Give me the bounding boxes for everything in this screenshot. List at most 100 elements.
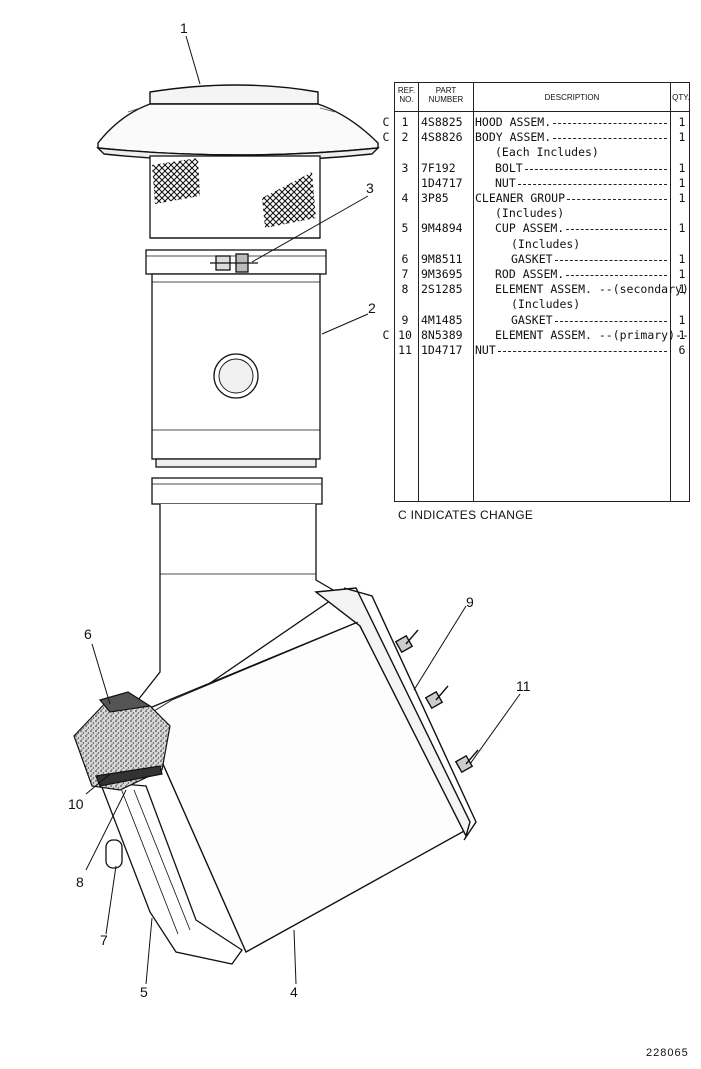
leader-dashes (553, 123, 667, 124)
header-part-number: PART NUMBER (428, 86, 464, 104)
description-cell: NUT (495, 175, 516, 190)
clamp-band (145, 249, 327, 275)
description-cell: BOLT (495, 160, 523, 175)
table-row: (Includes) (395, 206, 689, 221)
qty-cell: 6 (678, 343, 686, 357)
qty-cell: 1 (678, 251, 686, 266)
qty-cell: 1 (678, 221, 686, 236)
change-mark: C (382, 130, 390, 145)
description-cell: BODY ASSEM. (475, 130, 552, 145)
description-cell: (Includes) (511, 297, 581, 312)
change-mark: C (382, 115, 390, 129)
leader-dashes (555, 259, 667, 261)
description-cell: GASKET (511, 312, 553, 327)
table-row: 8 2S1285 ELEMENT ASSEM. --(secondary)1 (395, 282, 689, 297)
part-number-cell: 1D4717 (421, 175, 463, 190)
callout-5: 5 (140, 984, 148, 1000)
callout-7: 7 (100, 932, 108, 948)
callout-4: 4 (290, 984, 298, 1000)
callout-10: 10 (68, 796, 84, 812)
body-assembly (151, 273, 323, 505)
qty-cell: 1 (678, 115, 686, 129)
ref-no-cell: 3 (401, 160, 409, 175)
description-cell: ROD ASSEM. (495, 267, 565, 281)
qty-cell: 1 (678, 312, 686, 327)
qty-cell: 1 (678, 327, 686, 342)
qty-cell: 1 (678, 160, 686, 175)
ref-no-cell: 5 (401, 221, 409, 236)
qty-cell: 1 (678, 282, 686, 297)
leader-dashes (518, 183, 667, 185)
part-number-cell: 2S1285 (421, 282, 463, 297)
table-row: (Includes) (395, 237, 689, 252)
description-cell: (Includes) (495, 206, 565, 221)
part-number-cell: 1D4717 (421, 343, 463, 357)
part-number-cell: 9M3695 (421, 267, 463, 281)
element-cutaway (73, 691, 171, 791)
ref-no-cell: 11 (398, 343, 412, 357)
part-number-cell: 7F192 (421, 160, 456, 175)
description-cell: ELEMENT ASSEM. --(primary)-- (495, 327, 689, 342)
part-number-cell: 3P85 (421, 191, 449, 205)
description-cell: CUP ASSEM. (495, 221, 565, 236)
description-cell: ELEMENT ASSEM. --(secondary) (495, 282, 689, 297)
callout-9: 9 (466, 594, 474, 610)
description-cell: GASKET (511, 251, 553, 266)
header-description: DESCRIPTION (544, 93, 600, 102)
description-cell: (Each Includes) (495, 145, 599, 160)
cleaner-canister (139, 587, 479, 953)
callout-8: 8 (76, 874, 84, 890)
description-cell: (Includes) (511, 236, 581, 251)
part-number-cell: 4S8826 (421, 130, 463, 145)
description-cell: HOOD ASSEM. (475, 115, 552, 129)
ref-no-cell: 9 (401, 312, 409, 327)
nuts (394, 629, 479, 774)
qty-cell: 1 (678, 191, 686, 205)
part-number-cell: 8N5389 (421, 327, 463, 342)
part-number-cell: 4M1485 (421, 312, 463, 327)
header-qty: QTY. (672, 93, 690, 102)
callout-3: 3 (366, 180, 374, 196)
ref-no-cell: 6 (401, 251, 409, 266)
change-mark: C (382, 327, 390, 342)
table-row: (Each Includes) (395, 145, 689, 160)
table-row: 3 7F192 BOLT 1 (395, 161, 689, 176)
callout-1: 1 (180, 20, 188, 36)
part-number-cell: 9M8511 (421, 251, 463, 266)
drawing-number: 228065 (646, 1047, 689, 1059)
leader-dashes (566, 229, 667, 231)
part-number-cell: 9M4894 (421, 221, 463, 236)
leader-lines (85, 35, 521, 985)
hood-screen (149, 155, 321, 239)
ref-no-cell: 2 (401, 130, 409, 145)
table-row: (Includes) (395, 297, 689, 312)
cup-assembly (99, 781, 243, 965)
leader-dashes (566, 275, 667, 276)
leader-dashes (553, 138, 667, 140)
table-row: 9 4M1485 GASKET 1 (395, 313, 689, 328)
table-row: 4 3P85 CLEANER GROUP 1 (395, 191, 689, 206)
qty-cell: 1 (678, 175, 686, 190)
leader-dashes (555, 320, 667, 322)
table-row: 1D4717 NUT 1 (395, 176, 689, 191)
ref-no-cell: 8 (401, 282, 409, 297)
hood-assembly (96, 84, 380, 162)
leader-dashes (567, 199, 667, 200)
change-note: C INDICATES CHANGE (398, 508, 534, 522)
leader-dashes (525, 168, 667, 170)
description-cell: CLEANER GROUP (475, 191, 566, 205)
table-row: 5 9M4894 CUP ASSEM. 1 (395, 221, 689, 236)
part-number-cell: 4S8825 (421, 115, 463, 129)
ref-no-cell: 7 (401, 267, 409, 281)
ref-no-cell: 1 (401, 115, 409, 129)
table-row: 6 9M8511 GASKET 1 (395, 252, 689, 267)
callout-2: 2 (368, 300, 376, 316)
ref-no-cell: 4 (401, 191, 409, 205)
